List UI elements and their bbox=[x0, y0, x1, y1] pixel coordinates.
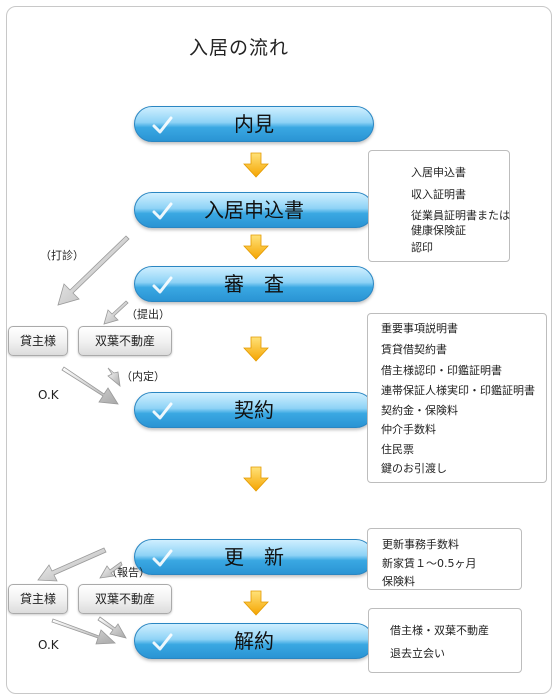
document-item: 健康保険証 bbox=[411, 224, 466, 237]
check-icon bbox=[152, 633, 173, 651]
document-item: 更新事務手数料 bbox=[382, 538, 459, 551]
landlord-box: 貸主様 bbox=[8, 326, 68, 356]
note-report: （報告） bbox=[106, 566, 150, 579]
document-item: 仲介手数料 bbox=[381, 423, 436, 436]
document-item: 借主様・双葉不動産 bbox=[390, 624, 489, 637]
down-arrow-icon bbox=[243, 234, 269, 260]
agent-box: 双葉不動産 bbox=[78, 326, 172, 356]
document-item: 退去立会い bbox=[390, 647, 445, 660]
step-label: 更 新 bbox=[224, 545, 284, 569]
down-arrow-icon bbox=[243, 466, 269, 492]
note-decision: （内定） bbox=[121, 370, 165, 383]
arrow-ok bbox=[51, 616, 127, 645]
check-icon bbox=[152, 402, 173, 420]
step-screening: 審 査 bbox=[134, 266, 374, 302]
document-item: 連帯保証人様実印・印鑑証明書 bbox=[381, 384, 535, 397]
renewal-documents-box: 更新事務手数料 新家賃１～0.5ヶ月 保険料 bbox=[367, 528, 522, 590]
document-item: 収入証明書 bbox=[411, 188, 466, 201]
down-arrow-icon bbox=[243, 590, 269, 616]
check-icon bbox=[152, 276, 173, 294]
step-application: 入居申込書 bbox=[134, 192, 374, 228]
step-label: 審 査 bbox=[224, 272, 284, 296]
step-viewing: 内見 bbox=[134, 106, 374, 142]
document-item: 従業員証明書または bbox=[411, 209, 510, 222]
document-item: 認印 bbox=[411, 241, 433, 254]
document-item: 入居申込書 bbox=[411, 166, 466, 179]
check-icon bbox=[152, 116, 173, 134]
document-item: 借主様認印・印鑑証明書 bbox=[381, 364, 502, 377]
page-title: 入居の流れ bbox=[189, 37, 290, 59]
step-cancellation: 解約 bbox=[134, 623, 374, 659]
arrow-decision bbox=[61, 366, 121, 405]
document-item: 重要事項説明書 bbox=[381, 322, 458, 335]
note-inquiry: （打診） bbox=[40, 249, 84, 262]
agent-box: 双葉不動産 bbox=[78, 584, 172, 614]
arrow-report bbox=[37, 547, 123, 582]
document-item: 保険料 bbox=[382, 575, 415, 588]
document-item: 契約金・保険料 bbox=[381, 404, 458, 417]
step-label: 契約 bbox=[234, 398, 274, 422]
application-documents-box: 入居申込書 収入証明書 従業員証明書または 健康保険証 認印 bbox=[368, 150, 510, 262]
check-icon bbox=[152, 549, 173, 567]
cancellation-box: 借主様・双葉不動産 退去立会い bbox=[368, 608, 522, 673]
ok-label: O.K bbox=[38, 638, 59, 652]
step-label: 内見 bbox=[234, 112, 274, 136]
document-item: 住民票 bbox=[381, 443, 414, 456]
note-submit: （提出） bbox=[126, 308, 170, 321]
down-arrow-icon bbox=[243, 336, 269, 362]
arrow-submit bbox=[103, 300, 129, 325]
check-icon bbox=[152, 202, 173, 220]
landlord-box: 貸主様 bbox=[8, 584, 68, 614]
down-arrow-icon bbox=[243, 152, 269, 178]
step-contract: 契約 bbox=[134, 392, 374, 428]
document-item: 新家賃１～0.5ヶ月 bbox=[382, 557, 477, 570]
document-item: 鍵のお引渡し bbox=[381, 462, 447, 475]
ok-label: O.K bbox=[38, 388, 59, 402]
contract-documents-box: 重要事項説明書 賃貸借契約書 借主様認印・印鑑証明書 連帯保証人様実印・印鑑証明… bbox=[367, 313, 547, 483]
step-label: 入居申込書 bbox=[204, 198, 304, 222]
step-renewal: 更 新 bbox=[134, 539, 374, 575]
step-label: 解約 bbox=[234, 629, 274, 653]
arrow-inquiry bbox=[57, 235, 130, 306]
document-item: 賃貸借契約書 bbox=[381, 343, 447, 356]
